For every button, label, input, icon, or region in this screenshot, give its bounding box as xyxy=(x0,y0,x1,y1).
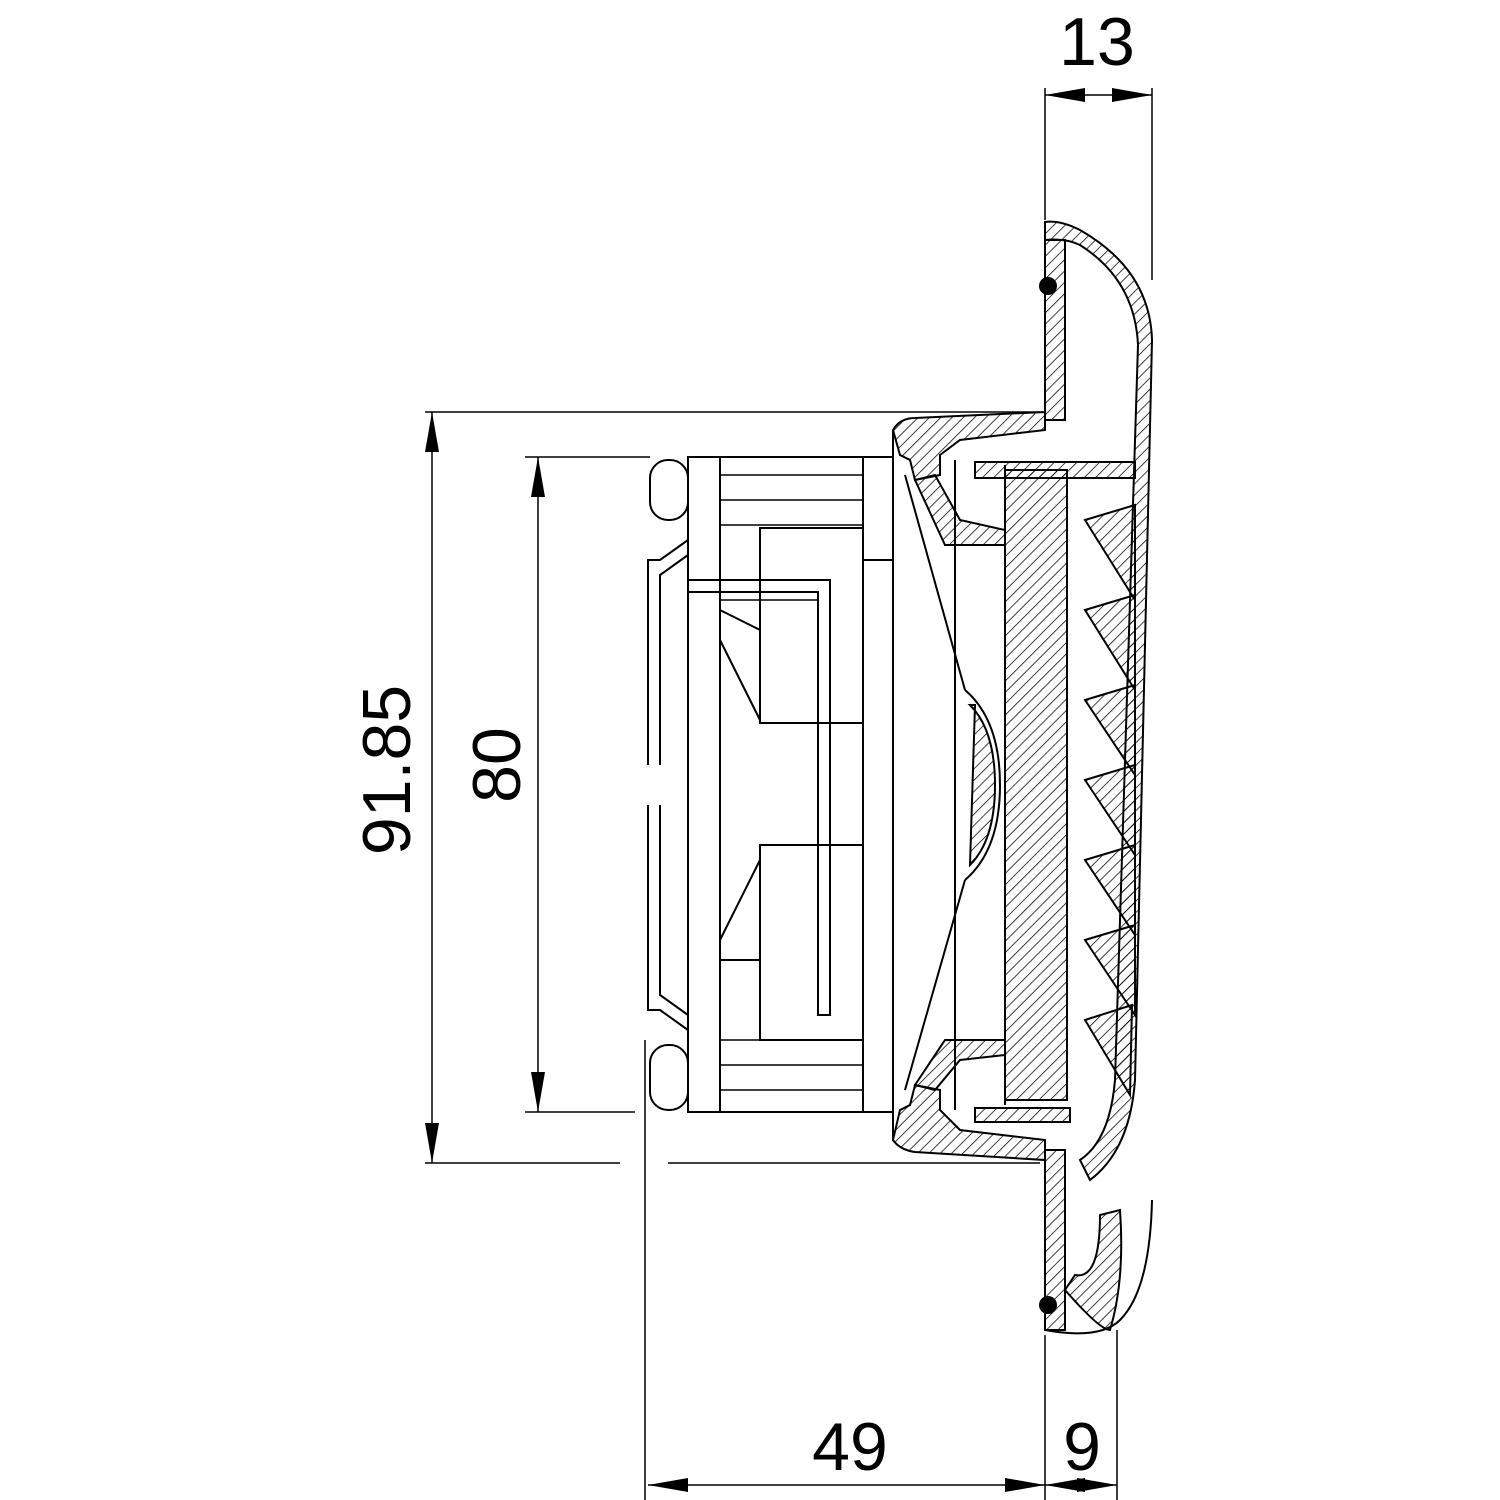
dim-label-49: 49 xyxy=(812,1409,888,1485)
dim-label-9: 9 xyxy=(1063,1409,1101,1485)
seal-top xyxy=(1039,277,1057,295)
grille-section xyxy=(974,220,1154,1335)
housing-section xyxy=(891,410,1046,1162)
grille-fins xyxy=(1083,503,1136,1099)
dim-label-80: 80 xyxy=(459,727,535,803)
seal-bottom xyxy=(1039,1296,1057,1314)
dimension-49: 49 xyxy=(644,1040,1046,1500)
dim-label-91-85: 91.85 xyxy=(349,685,425,855)
fan-body xyxy=(647,456,894,1113)
filter-pad xyxy=(1004,469,1068,1101)
dimension-9: 9 xyxy=(1045,1330,1118,1500)
dimension-13: 13 xyxy=(1044,4,1153,280)
dimension-91-85: 91.85 xyxy=(349,411,1040,1164)
dimension-80: 80 xyxy=(459,456,650,1113)
dim-label-13: 13 xyxy=(1059,4,1135,80)
